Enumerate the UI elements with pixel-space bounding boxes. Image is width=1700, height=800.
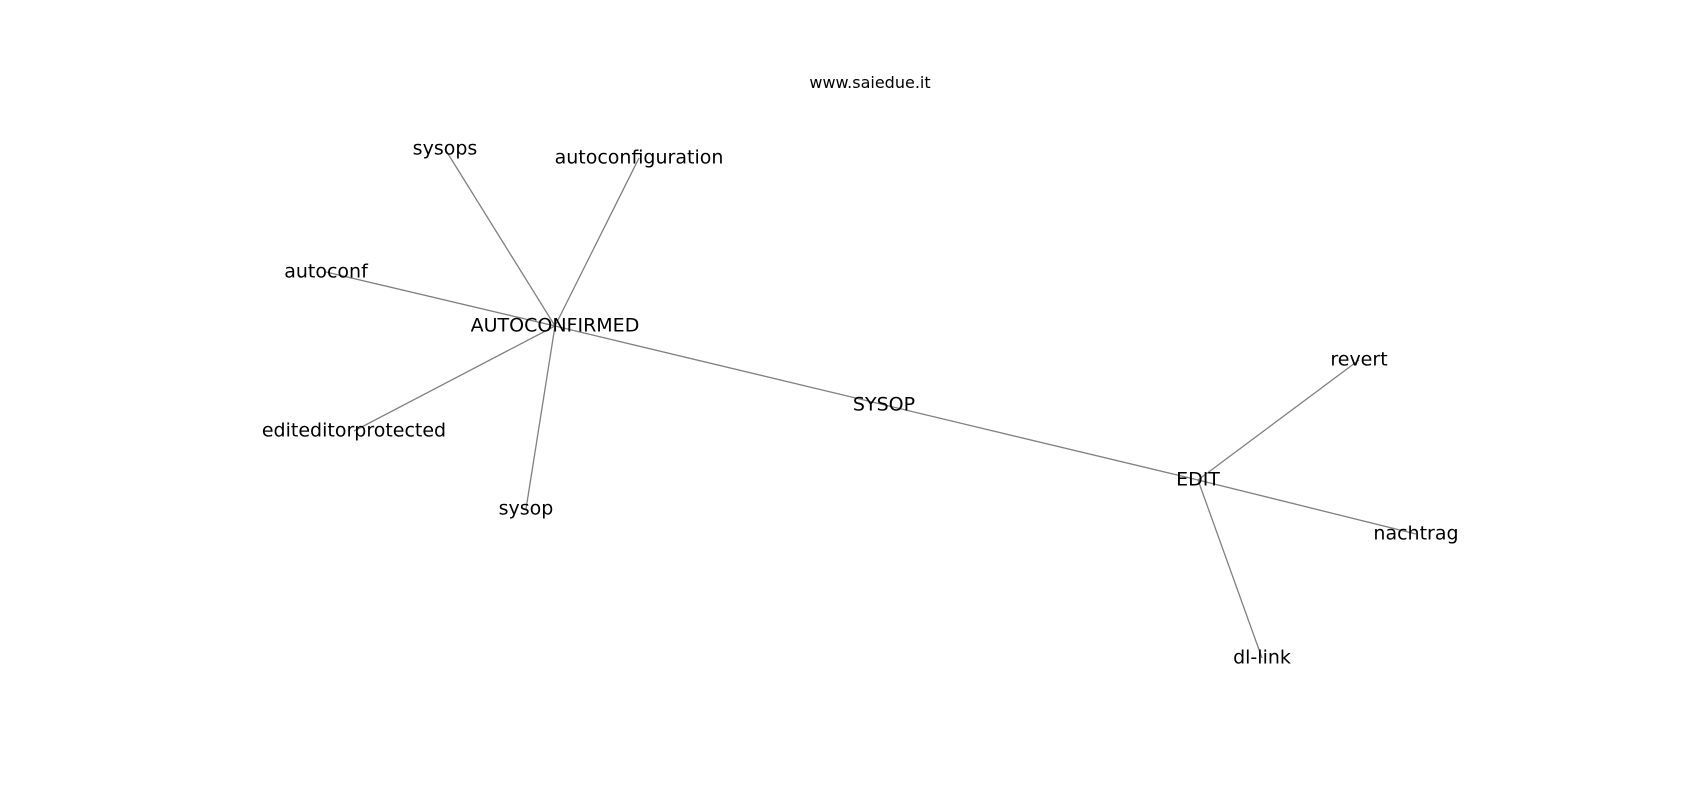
edge-layer <box>325 148 1417 659</box>
edge-edit-dl-link <box>1197 479 1263 659</box>
node-label-dl-link: dl-link <box>1233 647 1291 669</box>
node-label-revert: revert <box>1330 349 1387 371</box>
node-label-autoconf: autoconf <box>284 261 369 283</box>
node-layer: AUTOCONFIRMED SYSOP EDIT sysops autoconfigur… <box>262 138 1459 669</box>
node-label-autoconfiguration: autoconfiguration <box>555 147 724 169</box>
edge-autoconfirmed-sysops <box>444 148 556 327</box>
node-label-edit: EDIT <box>1176 469 1220 491</box>
edge-autoconfirmed-editeditorprotected <box>353 325 556 432</box>
edge-autoconfirmed-edit <box>554 325 1199 481</box>
edge-autoconfirmed-autoconf <box>325 271 556 327</box>
node-label-sysop-hub: SYSOP <box>853 394 915 416</box>
site-label: www.saiedue.it <box>809 73 930 92</box>
node-label-editeditorprotected: editeditorprotected <box>262 420 446 442</box>
node-label-autoconfirmed: AUTOCONFIRMED <box>471 315 640 337</box>
edge-autoconfirmed-sysop <box>525 325 556 510</box>
node-label-sysops: sysops <box>413 138 478 160</box>
edge-edit-nachtrag <box>1197 479 1417 535</box>
edge-autoconfirmed-autoconfiguration <box>554 157 640 327</box>
node-label-sysop: sysop <box>499 498 554 520</box>
edge-edit-revert <box>1197 359 1360 481</box>
node-label-nachtrag: nachtrag <box>1373 523 1458 545</box>
